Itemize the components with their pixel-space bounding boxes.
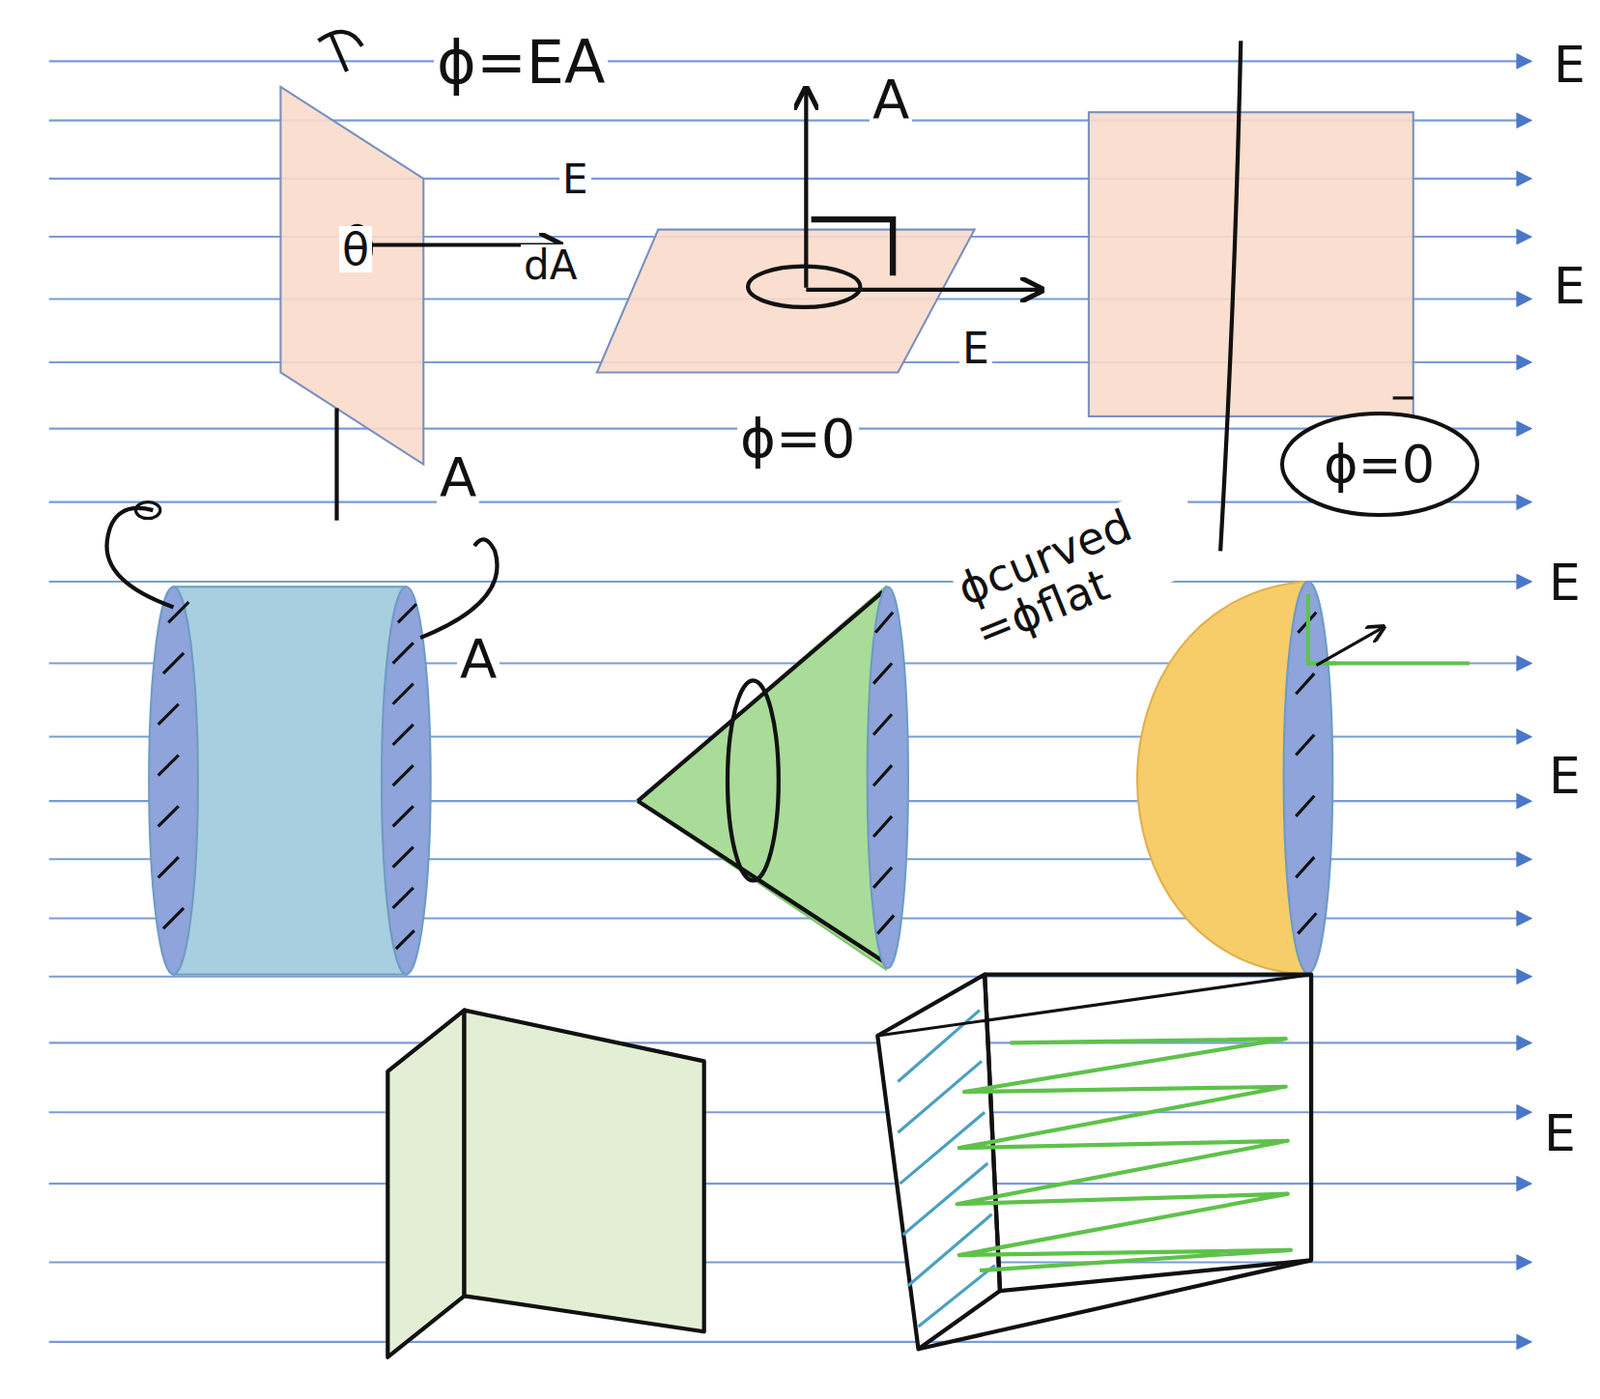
folded-sheet xyxy=(387,1010,704,1358)
handwritten-label: E xyxy=(959,326,993,372)
handwritten-label: E xyxy=(1541,1107,1579,1161)
open-box xyxy=(877,974,1312,1350)
handwritten-label: A xyxy=(869,71,913,129)
handwritten-label: ϕ=EA xyxy=(433,30,608,94)
handwritten-label: E xyxy=(1550,259,1589,314)
handwritten-label: A xyxy=(436,449,480,507)
cone xyxy=(637,586,909,970)
handwritten-label: E xyxy=(1550,38,1589,92)
handwritten-label: ϕ=0 xyxy=(737,410,859,468)
handwritten-label: ϕcurved =ϕflat xyxy=(948,478,1214,658)
circled-note: ϕ=0 xyxy=(1279,410,1481,518)
cylinder xyxy=(107,502,498,975)
handwritten-label: dA xyxy=(520,244,580,287)
handwritten-label: E xyxy=(1545,556,1584,610)
field-lines xyxy=(49,60,1531,1342)
handwritten-label: E xyxy=(559,158,592,201)
handwritten-label: A xyxy=(457,630,500,688)
facing-square xyxy=(1088,112,1414,417)
node-text: ϕ=0 xyxy=(1323,438,1435,491)
tilted-plane xyxy=(280,86,424,465)
flat-plane xyxy=(597,229,975,373)
hemisphere xyxy=(1137,581,1470,975)
handwritten-label: E xyxy=(1545,749,1584,803)
handwritten-label: θ xyxy=(339,226,372,273)
